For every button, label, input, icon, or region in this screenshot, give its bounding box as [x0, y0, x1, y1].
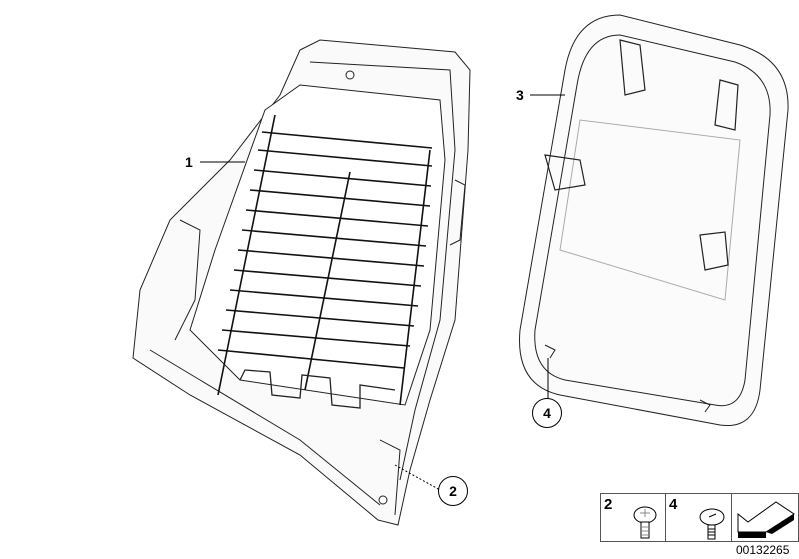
legend-number: 2 [604, 496, 613, 513]
callout-3[interactable]: 3 [516, 87, 524, 103]
document-number: 00132265 [736, 543, 790, 557]
torx-screw-icon [633, 506, 657, 539]
parts-legend: 2 4 [600, 493, 799, 542]
clip-rivet-icon [699, 508, 725, 540]
rear-panel [519, 14, 789, 427]
callout-4[interactable]: 4 [532, 398, 562, 428]
arrow-icon [737, 501, 795, 538]
legend-item-screw[interactable]: 2 [601, 494, 666, 541]
callout-1[interactable]: 1 [185, 154, 193, 170]
legend-number: 4 [669, 496, 678, 513]
legend-arrow [732, 494, 798, 541]
callout-2[interactable]: 2 [438, 476, 468, 506]
springs [217, 114, 433, 406]
leader-lines [200, 94, 565, 491]
legend-item-clip[interactable]: 4 [666, 494, 732, 541]
backrest-frame [132, 39, 471, 526]
